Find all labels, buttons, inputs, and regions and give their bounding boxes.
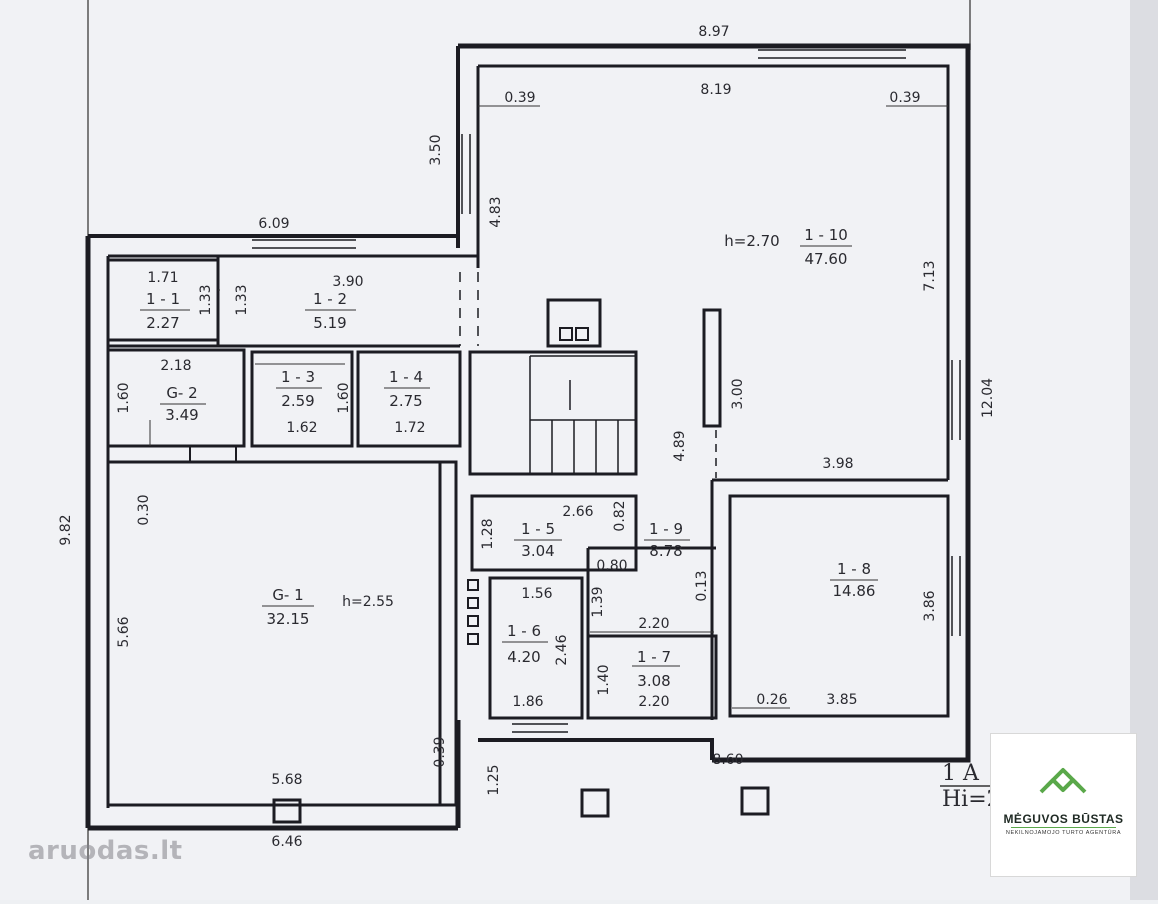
dim-corridor-length: 4.89 — [672, 430, 688, 461]
room-1-8: 1 - 8 14.86 — [830, 560, 878, 600]
dim-top-inner: 8.19 — [700, 82, 731, 98]
dim-stair-wall: 3.00 — [730, 378, 746, 409]
room-g-2-id: G- 2 — [166, 384, 197, 402]
dim-r1-8-wall: 0.26 — [756, 692, 787, 708]
dim-top-outer: 8.97 — [698, 24, 729, 40]
room-1-9-area: 8.78 — [649, 542, 682, 560]
dim-r1-3-r1-4-wall: 1.60 — [336, 382, 352, 413]
dim-living-bottom: 3.98 — [822, 456, 853, 472]
room-1-7: 1 - 7 3.08 — [632, 648, 680, 690]
room-g-2: G- 2 3.49 — [160, 384, 206, 424]
dim-garage-width: 5.68 — [271, 772, 302, 788]
room-1-3-id: 1 - 3 — [281, 368, 315, 386]
dimension-labels: 8.97 8.19 0.39 0.39 3.50 4.83 6.09 3.90 … — [58, 24, 996, 850]
room-g-1: G- 1 32.15 h=2.55 — [262, 586, 394, 628]
room-1-9: 1 - 9 8.78 — [644, 520, 690, 560]
room-1-7-id: 1 - 7 — [637, 648, 671, 666]
room-1-10-id: 1 - 10 — [804, 226, 848, 244]
dim-r1-7-bottom: 2.20 — [638, 694, 669, 710]
room-1-1: 1 - 1 2.27 — [140, 290, 190, 332]
room-labels: h=2.70 1 - 10 47.60 1 - 1 2.27 1 - 2 5.1… — [140, 226, 878, 690]
dim-r1-6-bottom: 1.86 — [512, 694, 543, 710]
room-1-3: 1 - 3 2.59 — [276, 368, 322, 410]
room-g-1-id: G- 1 — [272, 586, 303, 604]
agency-logo: MĖGUVOS BŪSTAS NEKILNOJAMOJO TURTO AGENT… — [990, 733, 1137, 877]
dim-upper-block-inner: 3.90 — [332, 274, 363, 290]
room-1-2-id: 1 - 2 — [313, 290, 347, 308]
dim-bottom-right: 8.60 — [712, 752, 743, 768]
dim-r1-9-c: 0.13 — [694, 570, 710, 601]
dim-r1-5-width: 2.66 — [562, 504, 593, 520]
logo-divider — [1011, 827, 1116, 828]
dim-garage-wall-top: 0.30 — [136, 494, 152, 525]
room-1-4-area: 2.75 — [389, 392, 422, 410]
dim-r1-4-bottom: 1.72 — [394, 420, 425, 436]
dim-left-upper-inner: 4.83 — [488, 196, 504, 227]
room-1-2-area: 5.19 — [313, 314, 346, 332]
dim-r1-6-height: 2.46 — [554, 634, 570, 665]
room-1-8-area: 14.86 — [833, 582, 876, 600]
dim-r1-7-height: 1.40 — [596, 664, 612, 695]
logo-tagline: NEKILNOJAMOJO TURTO AGENTŪRA — [1005, 830, 1122, 836]
dim-right-height-inner: 7.13 — [922, 260, 938, 291]
dim-r1-7-top: 2.20 — [638, 616, 669, 632]
room-1-5-id: 1 - 5 — [521, 520, 555, 538]
dim-r1-6-width: 1.56 — [521, 586, 552, 602]
dim-r1-3-bottom: 1.62 — [286, 420, 317, 436]
legend-a: 1 A — [942, 761, 980, 786]
room-g-2-area: 3.49 — [165, 406, 198, 424]
walls — [85, 43, 971, 831]
dim-r1-8-width: 3.85 — [826, 692, 857, 708]
dim-r1-9-a: 0.80 — [596, 558, 627, 574]
dim-g2-height: 1.60 — [116, 382, 132, 413]
dim-r1-5-wall: 0.82 — [612, 500, 628, 531]
room-g-1-height: h=2.55 — [342, 594, 394, 610]
dim-garage-wall-right: 0.39 — [432, 736, 448, 767]
dim-g2-width: 2.18 — [160, 358, 191, 374]
logo-mark-icon — [1039, 768, 1087, 794]
logo-name: MĖGUVOS BŪSTAS — [1003, 812, 1124, 826]
room-1-1-area: 2.27 — [146, 314, 179, 332]
room-g-1-area: 32.15 — [267, 610, 310, 628]
room-1-10-area: 47.60 — [805, 250, 848, 268]
room-1-8-id: 1 - 8 — [837, 560, 871, 578]
room-1-5-area: 3.04 — [521, 542, 554, 560]
dimension-lines — [149, 105, 948, 709]
dim-r1-8-height: 3.86 — [922, 590, 938, 621]
room-1-4-id: 1 - 4 — [389, 368, 423, 386]
dim-left-upper-height: 3.50 — [428, 134, 444, 165]
dim-upper-block-width: 6.09 — [258, 216, 289, 232]
watermark: aruodas.lt — [28, 836, 183, 866]
room-1-6: 1 - 6 4.20 — [502, 622, 548, 666]
room-1-6-id: 1 - 6 — [507, 622, 541, 640]
dim-r1-1-height: 1.33 — [198, 284, 214, 315]
dim-r1-9-b: 1.39 — [590, 586, 606, 617]
room-1-1-id: 1 - 1 — [146, 290, 180, 308]
dim-top-left-wall: 0.39 — [504, 90, 535, 106]
room-1-6-area: 4.20 — [507, 648, 540, 666]
room-1-10-height: h=2.70 — [724, 232, 779, 250]
room-1-4: 1 - 4 2.75 — [384, 368, 430, 410]
dim-garage-outer: 6.46 — [271, 834, 302, 850]
room-1-3-area: 2.59 — [281, 392, 314, 410]
dim-porch-depth: 1.25 — [486, 764, 502, 795]
dim-r1-5-height: 1.28 — [480, 518, 496, 549]
dim-r1-2-height: 1.33 — [234, 284, 250, 315]
dim-garage-height: 5.66 — [116, 616, 132, 647]
room-1-5: 1 - 5 3.04 — [514, 520, 562, 560]
room-1-7-area: 3.08 — [637, 672, 670, 690]
room-1-2: 1 - 2 5.19 — [305, 290, 356, 332]
dim-r1-1-width: 1.71 — [147, 270, 178, 286]
dim-top-right-wall: 0.39 — [889, 90, 920, 106]
dim-right-height-total: 12.04 — [980, 378, 996, 418]
dim-left-height-total: 9.82 — [58, 514, 74, 545]
room-1-10: h=2.70 1 - 10 47.60 — [724, 226, 852, 268]
room-1-9-id: 1 - 9 — [649, 520, 683, 538]
